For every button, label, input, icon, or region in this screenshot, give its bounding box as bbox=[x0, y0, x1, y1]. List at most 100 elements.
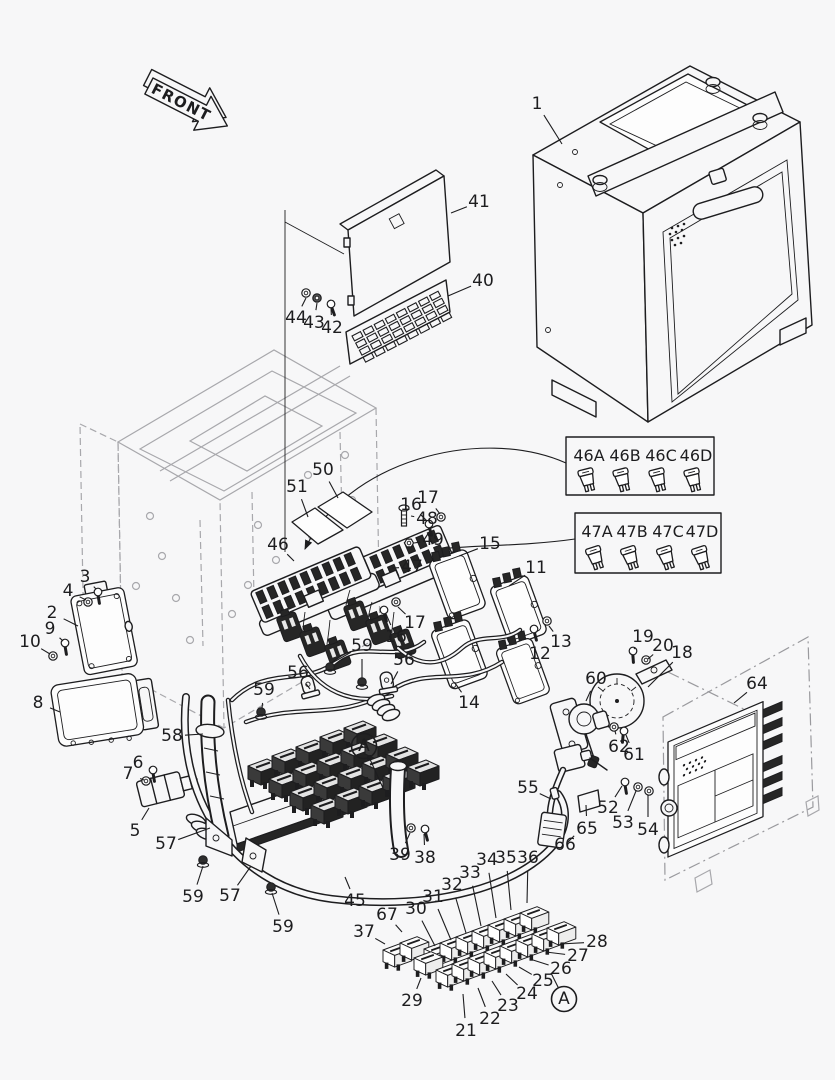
leader-line bbox=[404, 832, 411, 844]
relay-box bbox=[491, 627, 552, 706]
leader-line bbox=[390, 671, 399, 685]
leader-line bbox=[585, 690, 592, 702]
leader-line bbox=[305, 683, 311, 690]
callout-11: 11 bbox=[525, 558, 547, 578]
leader-line bbox=[139, 778, 145, 781]
clamp-56 bbox=[375, 669, 399, 696]
speaker-grille-dots bbox=[668, 222, 686, 247]
module-8 bbox=[50, 673, 160, 747]
leader-line bbox=[184, 733, 204, 736]
leader-line bbox=[488, 872, 497, 919]
callout-45: 45 bbox=[344, 891, 366, 911]
callout-57: 57 bbox=[219, 886, 241, 906]
callout-37: 37 bbox=[353, 922, 375, 942]
callout-57: 57 bbox=[155, 834, 177, 854]
callout-22: 22 bbox=[479, 1009, 501, 1029]
leader-line bbox=[458, 548, 479, 557]
legend-label: 47C bbox=[652, 522, 684, 541]
controller-box-64 bbox=[667, 700, 783, 858]
leader-line bbox=[237, 865, 252, 886]
leader-line bbox=[331, 651, 351, 664]
connector-66 bbox=[537, 811, 568, 849]
callout-65: 65 bbox=[576, 819, 598, 839]
callout-62: 62 bbox=[608, 737, 630, 757]
callout-43: 43 bbox=[303, 313, 325, 333]
callout-38: 38 bbox=[414, 848, 436, 868]
legend-label: 46D bbox=[680, 446, 713, 465]
bracket-57 bbox=[241, 837, 267, 873]
leader-line bbox=[491, 980, 502, 996]
toggle-switch-55 bbox=[537, 743, 608, 849]
leader-line bbox=[614, 785, 623, 798]
leader-line bbox=[450, 206, 468, 214]
leader-line bbox=[413, 541, 421, 544]
leader-line bbox=[416, 977, 422, 990]
callout-50: 50 bbox=[312, 460, 334, 480]
front-arrow: FRONT bbox=[142, 68, 229, 131]
latch bbox=[708, 167, 727, 185]
leader-line bbox=[375, 937, 386, 945]
wiring-harness bbox=[180, 627, 569, 906]
callout-10: 10 bbox=[19, 632, 41, 652]
callout-layer: 1414044434250514816174946471511121314161… bbox=[19, 94, 768, 1041]
fuse-block-wiring bbox=[273, 589, 418, 671]
callout-26: 26 bbox=[550, 959, 572, 979]
connector bbox=[296, 620, 328, 658]
standoffs bbox=[592, 76, 768, 192]
leader-line bbox=[545, 951, 566, 955]
leader-line bbox=[614, 730, 617, 735]
leader-line bbox=[410, 515, 415, 518]
leader-line bbox=[508, 574, 526, 587]
leader-line bbox=[462, 993, 466, 1019]
leader-line bbox=[647, 654, 654, 660]
plates-50-51 bbox=[291, 491, 373, 545]
callout-17: 17 bbox=[404, 613, 426, 633]
callout-40: 40 bbox=[472, 271, 494, 291]
callout-61: 61 bbox=[623, 745, 645, 765]
leader-line bbox=[395, 924, 403, 933]
leader-line bbox=[627, 790, 637, 812]
callout-18: 18 bbox=[671, 643, 693, 663]
speaker-dots bbox=[682, 756, 707, 777]
leader-line bbox=[534, 633, 538, 642]
callout-58: 58 bbox=[161, 726, 183, 746]
leader-line bbox=[59, 637, 64, 642]
callout-48: 48 bbox=[416, 509, 438, 529]
leader-line bbox=[526, 870, 529, 904]
callout-24: 24 bbox=[516, 984, 538, 1004]
leader-line bbox=[419, 513, 428, 522]
enclosure-box bbox=[532, 65, 813, 423]
callout-28: 28 bbox=[586, 932, 608, 952]
leader-line bbox=[733, 691, 748, 704]
callout-2: 2 bbox=[47, 603, 58, 623]
callout-14: 14 bbox=[458, 693, 480, 713]
callout-59: 59 bbox=[253, 680, 275, 700]
callout-46: 46 bbox=[267, 535, 289, 555]
callout-55: 55 bbox=[517, 778, 539, 798]
leader-line bbox=[93, 586, 97, 590]
callout-25: 25 bbox=[532, 971, 554, 991]
legend-label: 47A bbox=[581, 522, 612, 541]
leader-line bbox=[455, 897, 467, 934]
leader-line bbox=[477, 987, 486, 1008]
vent-grille-40 bbox=[345, 279, 453, 365]
module-2 bbox=[70, 580, 138, 676]
callout-17: 17 bbox=[417, 488, 439, 508]
callout-23: 23 bbox=[497, 996, 519, 1016]
leader-line bbox=[518, 966, 533, 975]
callout-7: 7 bbox=[123, 764, 134, 784]
leader-line bbox=[49, 707, 61, 713]
leader-line bbox=[300, 499, 309, 518]
callout-34: 34 bbox=[476, 850, 498, 870]
callout-59: 59 bbox=[182, 887, 204, 907]
callout-53: 53 bbox=[612, 813, 634, 833]
leader-line bbox=[505, 973, 518, 986]
leader-line bbox=[550, 972, 559, 988]
legend-label: 47D bbox=[686, 522, 719, 541]
leader-line bbox=[633, 647, 636, 650]
callout-8: 8 bbox=[33, 693, 44, 713]
callout-59: 59 bbox=[272, 917, 294, 937]
callout-1: 1 bbox=[532, 94, 543, 114]
switch-60 bbox=[549, 697, 610, 769]
leader-line bbox=[63, 618, 79, 627]
